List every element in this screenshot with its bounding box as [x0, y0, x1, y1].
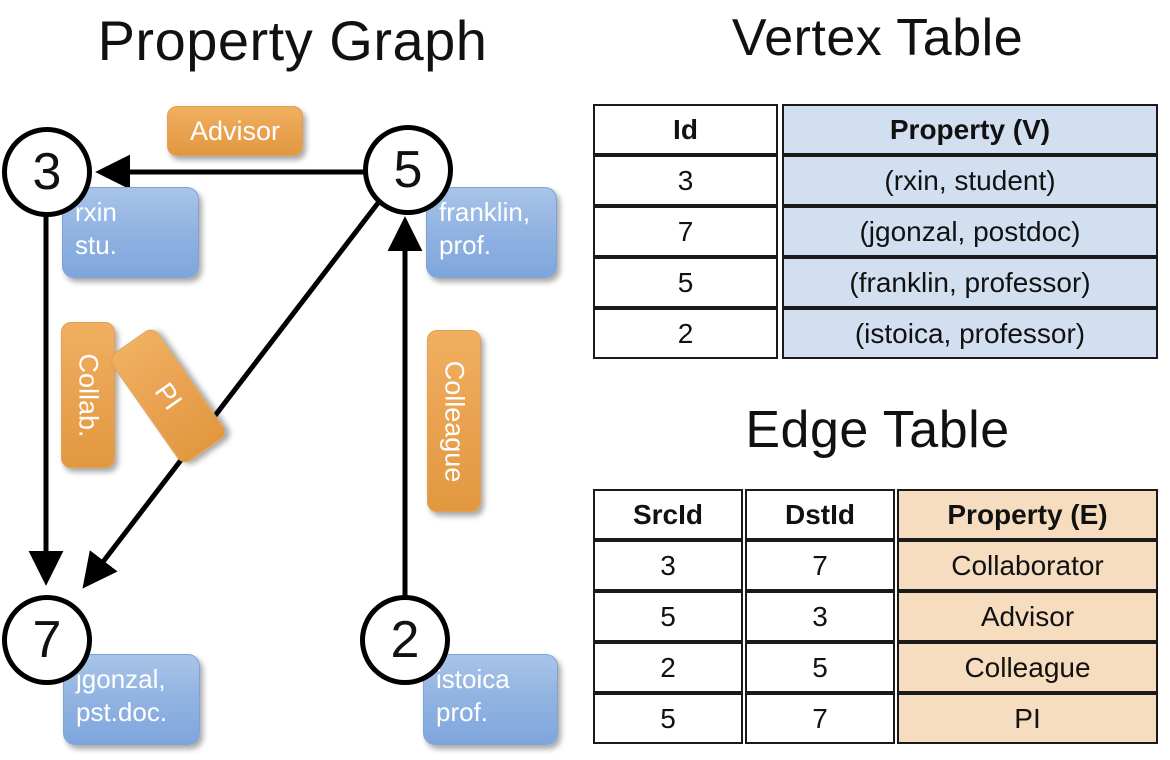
- graph-node-3-label: 3: [32, 143, 62, 201]
- edge-label-collab-text: Collab.: [73, 352, 104, 438]
- vertex-property-box-3-line2: stu.: [75, 229, 117, 260]
- edge-table-srcid-column: SrcId 3 5 2 5: [593, 489, 743, 744]
- edge-table-cell-property: Collaborator: [897, 540, 1158, 591]
- edge-table-dstid-column: DstId 7 3 5 7: [745, 489, 895, 744]
- edge-table-cell-property: Colleague: [897, 642, 1158, 693]
- vertex-table-cell-property: (jgonzal, postdoc): [782, 206, 1158, 257]
- edge-table-cell-srcid: 2: [593, 642, 743, 693]
- table-row: Collaborator: [897, 540, 1158, 591]
- vertex-property-box-7: jgonzal, pst.doc.: [63, 654, 200, 745]
- vertex-table-cell-property: (istoica, professor): [782, 308, 1158, 359]
- table-row: 3: [745, 591, 895, 642]
- edge-table-cell-srcid: 5: [593, 591, 743, 642]
- vertex-table-id-column: Id 3 7 5 2: [593, 104, 778, 359]
- table-row: 2: [593, 308, 778, 359]
- vertex-table-cell-id: 3: [593, 155, 778, 206]
- table-row: (istoica, professor): [782, 308, 1158, 359]
- vertex-table-property-column: Property (V) (rxin, student) (jgonzal, p…: [782, 104, 1158, 359]
- edge-label-advisor-text: Advisor: [189, 115, 281, 146]
- vertex-table-cell-property: (franklin, professor): [782, 257, 1158, 308]
- vertex-property-box-7-line2: pst.doc.: [76, 696, 168, 727]
- vertex-table-cell-id: 5: [593, 257, 778, 308]
- vertex-property-box-2-line2: prof.: [436, 696, 489, 727]
- vertex-property-box-5: franklin, prof.: [426, 187, 557, 278]
- vertex-property-box-3-line1: rxin: [75, 197, 117, 227]
- table-row: 7: [745, 693, 895, 744]
- page-title-edge-table: Edge Table: [745, 401, 1010, 459]
- edge-table-header-property: Property (E): [897, 489, 1158, 540]
- edge-label-pi-text: PI: [148, 376, 189, 415]
- edge-label-colleague: Colleague: [427, 330, 481, 512]
- graph-node-3[interactable]: 3: [2, 127, 92, 217]
- table-row: 5: [745, 642, 895, 693]
- table-row: (rxin, student): [782, 155, 1158, 206]
- edge-table-property-column: Property (E) Collaborator Advisor Collea…: [897, 489, 1158, 744]
- table-row: 7: [745, 540, 895, 591]
- edge-table-cell-srcid: 3: [593, 540, 743, 591]
- vertex-table-cell-property: (rxin, student): [782, 155, 1158, 206]
- graph-node-7-label: 7: [32, 611, 62, 669]
- vertex-table-header-property: Property (V): [782, 104, 1158, 155]
- edge-table-cell-property: Advisor: [897, 591, 1158, 642]
- table-row: 5: [593, 257, 778, 308]
- vertex-property-box-2: istoica prof.: [423, 654, 558, 745]
- edge-table-cell-dstid: 7: [745, 540, 895, 591]
- table-row: (jgonzal, postdoc): [782, 206, 1158, 257]
- edge-table-cell-dstid: 3: [745, 591, 895, 642]
- edge-table-cell-property: PI: [897, 693, 1158, 744]
- graph-node-2[interactable]: 2: [360, 595, 450, 685]
- page-title-property-graph: Property Graph: [97, 9, 488, 72]
- table-row: Property (E): [897, 489, 1158, 540]
- vertex-property-box-3: rxin stu.: [62, 187, 199, 278]
- table-row: Property (V): [782, 104, 1158, 155]
- vertex-property-box-5-line1: franklin,: [439, 197, 531, 227]
- edge-5-to-7: [82, 201, 380, 589]
- vertex-property-box-2-line1: istoica: [436, 664, 510, 694]
- edge-label-advisor: Advisor: [167, 106, 303, 156]
- table-row: SrcId: [593, 489, 743, 540]
- table-row: 2: [593, 642, 743, 693]
- page-title-vertex-table: Vertex Table: [731, 9, 1024, 67]
- vertex-table-cell-id: 7: [593, 206, 778, 257]
- edge-table-header-dstid: DstId: [745, 489, 895, 540]
- vertex-table-cell-id: 2: [593, 308, 778, 359]
- graph-edges: [28, 154, 423, 596]
- edge-table-cell-srcid: 5: [593, 693, 743, 744]
- table-row: Advisor: [897, 591, 1158, 642]
- vertex-property-box-5-line2: prof.: [439, 229, 492, 260]
- table-row: Id: [593, 104, 778, 155]
- table-row: 5: [593, 591, 743, 642]
- table-row: 7: [593, 206, 778, 257]
- table-row: Colleague: [897, 642, 1158, 693]
- table-row: PI: [897, 693, 1158, 744]
- graph-node-5-label: 5: [393, 141, 423, 199]
- vertex-property-box-7-line1: jgonzal,: [76, 664, 166, 694]
- edge-label-colleague-text: Colleague: [439, 360, 470, 482]
- edge-table-cell-dstid: 7: [745, 693, 895, 744]
- edge-table-cell-dstid: 5: [745, 642, 895, 693]
- vertex-table-header-id: Id: [593, 104, 778, 155]
- table-row: 3: [593, 540, 743, 591]
- graph-node-2-label: 2: [390, 611, 420, 669]
- graph-node-7[interactable]: 7: [2, 595, 92, 685]
- graph-node-5[interactable]: 5: [363, 125, 453, 215]
- table-row: DstId: [745, 489, 895, 540]
- edge-label-collab: Collab.: [61, 322, 115, 468]
- table-row: (franklin, professor): [782, 257, 1158, 308]
- edge-table-header-srcid: SrcId: [593, 489, 743, 540]
- table-row: 3: [593, 155, 778, 206]
- table-row: 5: [593, 693, 743, 744]
